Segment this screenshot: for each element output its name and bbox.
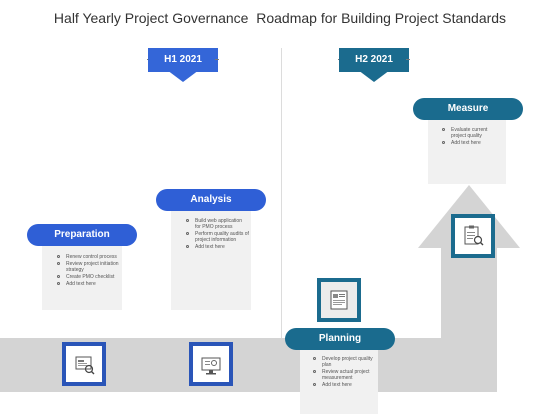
- list-item: Add text here: [441, 140, 503, 146]
- list-item: Review actual project measurement: [312, 369, 376, 381]
- half-divider: [281, 48, 282, 348]
- h2-header: H2 2021: [338, 48, 410, 82]
- list-item: Evaluate current project quality: [441, 127, 503, 139]
- list-item: Perform quality audits of project inform…: [185, 231, 249, 243]
- h2-dash-right: [406, 59, 410, 60]
- list-item: Create PMO checklist: [56, 274, 120, 280]
- preparation-pill: Preparation: [27, 224, 137, 246]
- list-item: Add text here: [312, 382, 376, 388]
- preparation-bullets: Renew control process Review project ini…: [56, 254, 120, 288]
- h1-header: H1 2021: [147, 48, 219, 82]
- list-item: Add text here: [56, 281, 120, 287]
- list-item: Develop project quality plan: [312, 356, 376, 368]
- list-item: Review project initiation strategy: [56, 261, 120, 273]
- planning-panel: [300, 338, 378, 414]
- list-item: Build web application for PMO process: [185, 218, 249, 230]
- analysis-panel: [171, 200, 251, 310]
- analysis-icon-box: [189, 342, 233, 386]
- preparation-icon-box: [62, 342, 106, 386]
- page-title: Half Yearly Project Governance Roadmap f…: [53, 10, 507, 26]
- preparation-panel: [42, 236, 122, 310]
- planning-pill: Planning: [285, 328, 395, 350]
- analysis-bullets: Build web application for PMO process Pe…: [185, 218, 249, 251]
- planning-bullets: Develop project quality plan Review actu…: [312, 356, 376, 389]
- measure-icon-box: [451, 214, 495, 258]
- checklist-magnifier-icon: [464, 225, 484, 246]
- h2-label: H2 2021: [339, 48, 409, 72]
- h1-arrow: [167, 70, 199, 82]
- report-magnifier-icon: [75, 356, 95, 375]
- monitor-settings-icon: [201, 357, 221, 375]
- roadmap-arrow-shaft: [441, 248, 497, 392]
- document-chart-icon: [330, 290, 348, 310]
- measure-panel: [428, 110, 506, 184]
- h2-arrow: [358, 70, 390, 82]
- analysis-pill: Analysis: [156, 189, 266, 211]
- h1-label: H1 2021: [148, 48, 218, 72]
- measure-pill: Measure: [413, 98, 523, 120]
- planning-icon-box: [317, 278, 361, 322]
- list-item: Renew control process: [56, 254, 120, 260]
- h1-dash-right: [215, 59, 219, 60]
- list-item: Add text here: [185, 244, 249, 250]
- measure-bullets: Evaluate current project quality Add tex…: [441, 127, 503, 147]
